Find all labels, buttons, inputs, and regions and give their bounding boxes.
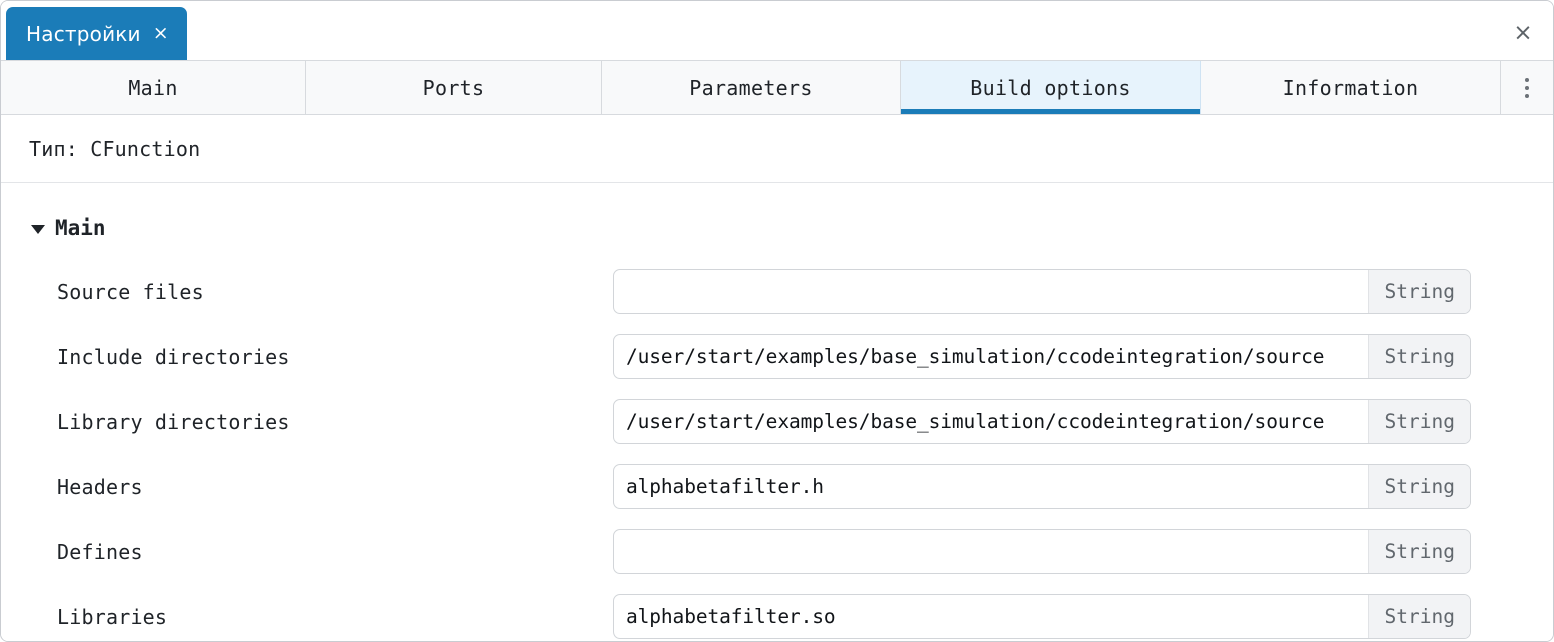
field-library-directories[interactable]: /user/start/examples/base_simulation/cco…: [613, 399, 1471, 444]
type-badge-libraries[interactable]: String: [1367, 595, 1470, 638]
vertical-ellipsis-icon: [1525, 77, 1529, 98]
tab-build-options[interactable]: Build options: [901, 61, 1201, 114]
field-include-directories-value[interactable]: /user/start/examples/base_simulation/cco…: [626, 345, 1325, 368]
type-line: Тип: CFunction: [1, 115, 1553, 183]
label-source-files: Source files: [57, 279, 204, 304]
field-defines[interactable]: String: [613, 529, 1471, 574]
window-titlebar: Настройки × ×: [1, 1, 1553, 60]
tab-close-icon[interactable]: ×: [152, 22, 169, 44]
build-options-panel: Тип: CFunction Main Source files String …: [1, 115, 1553, 641]
section-main: Main Source files String Include directo…: [1, 183, 1553, 641]
tab-information[interactable]: Information: [1201, 61, 1501, 114]
row-defines: Defines String: [1, 519, 1553, 584]
chevron-down-icon: [31, 224, 45, 234]
tabbar: Main Ports Parameters Build options Info…: [1, 60, 1553, 115]
row-headers: Headers alphabetafilter.h String: [1, 454, 1553, 519]
type-badge-headers[interactable]: String: [1367, 465, 1470, 508]
row-libraries: Libraries alphabetafilter.so String: [1, 584, 1553, 641]
tab-main[interactable]: Main: [1, 61, 306, 114]
row-source-files: Source files String: [1, 259, 1553, 324]
type-badge-defines[interactable]: String: [1367, 530, 1470, 573]
type-badge-include-directories[interactable]: String: [1367, 335, 1470, 378]
field-libraries[interactable]: alphabetafilter.so String: [613, 594, 1471, 639]
field-headers-value[interactable]: alphabetafilter.h: [626, 475, 824, 498]
label-libraries: Libraries: [57, 604, 168, 629]
field-library-directories-value[interactable]: /user/start/examples/base_simulation/cco…: [626, 410, 1325, 433]
field-include-directories[interactable]: /user/start/examples/base_simulation/cco…: [613, 334, 1471, 379]
tab-parameters[interactable]: Parameters: [602, 61, 901, 114]
section-main-title: Main: [55, 216, 106, 240]
field-source-files[interactable]: String: [613, 269, 1471, 314]
window-close-icon[interactable]: ×: [1513, 20, 1533, 46]
section-main-header[interactable]: Main: [1, 211, 1553, 245]
label-defines: Defines: [57, 539, 143, 564]
type-badge-library-directories[interactable]: String: [1367, 400, 1470, 443]
tab-overflow-button[interactable]: [1501, 61, 1553, 114]
row-library-directories: Library directories /user/start/examples…: [1, 389, 1553, 454]
window-tab-label: Настройки: [26, 21, 141, 46]
label-include-directories: Include directories: [57, 344, 290, 369]
row-include-directories: Include directories /user/start/examples…: [1, 324, 1553, 389]
settings-rows: Source files String Include directories …: [1, 259, 1553, 641]
label-library-directories: Library directories: [57, 409, 290, 434]
tab-ports[interactable]: Ports: [306, 61, 602, 114]
window-tab-settings[interactable]: Настройки ×: [6, 7, 187, 60]
type-badge-source-files[interactable]: String: [1367, 270, 1470, 313]
label-headers: Headers: [57, 474, 143, 499]
field-headers[interactable]: alphabetafilter.h String: [613, 464, 1471, 509]
field-libraries-value[interactable]: alphabetafilter.so: [626, 605, 836, 628]
